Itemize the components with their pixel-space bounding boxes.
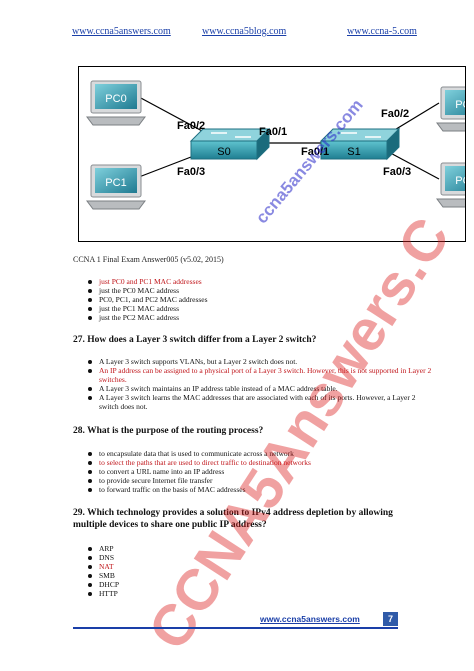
- pc2-label: PC2: [455, 99, 466, 111]
- pc-icon-pc2: PC2: [436, 86, 466, 132]
- option: PC0, PC1, and PC2 MAC addresses: [88, 295, 448, 304]
- option-correct: NAT: [88, 562, 288, 571]
- port-label-s0-fa0-2: Fa0/2: [177, 120, 205, 132]
- option: to encapsulate data that is used to comm…: [88, 449, 433, 458]
- option: to provide secure Internet file transfer: [88, 476, 433, 485]
- option: SMB: [88, 571, 288, 580]
- option-correct: just PC0 and PC1 MAC addresses: [88, 277, 448, 286]
- topology-diagram: PC0 PC1 PC2 PC3 S0: [78, 66, 466, 242]
- switch-icon-s0: S0: [189, 127, 271, 161]
- s1-label: S1: [347, 146, 360, 158]
- page-number: 7: [383, 612, 398, 626]
- pc-icon-pc3: PC3: [436, 162, 466, 208]
- header-link-ccna5answers[interactable]: www.ccna5answers.com: [72, 26, 171, 37]
- question-27-options: A Layer 3 switch supports VLANs, but a L…: [88, 357, 433, 411]
- option-correct: to select the paths that are used to dir…: [88, 458, 433, 467]
- s0-label: S0: [217, 146, 230, 158]
- prev-question-options: just PC0 and PC1 MAC addresses just the …: [88, 277, 448, 322]
- port-label-s0-fa0-3: Fa0/3: [177, 166, 205, 178]
- footer-rule: [73, 627, 398, 629]
- port-label-s1-fa0-2: Fa0/2: [381, 108, 409, 120]
- option-correct: An IP address can be assigned to a physi…: [88, 366, 433, 384]
- option: DHCP: [88, 580, 288, 589]
- question-28-title: 28. What is the purpose of the routing p…: [73, 426, 264, 436]
- option: HTTP: [88, 589, 288, 598]
- question-28-options: to encapsulate data that is used to comm…: [88, 449, 433, 494]
- pc3-label: PC3: [455, 175, 466, 187]
- header-link-ccna5blog[interactable]: www.ccna5blog.com: [202, 26, 287, 37]
- pc1-label: PC1: [105, 177, 126, 189]
- option: ARP: [88, 544, 288, 553]
- option: A Layer 3 switch learns the MAC addresse…: [88, 393, 433, 411]
- option: to convert a URL name into an IP address: [88, 467, 433, 476]
- port-label-s1-fa0-3: Fa0/3: [383, 166, 411, 178]
- option: DNS: [88, 553, 288, 562]
- option: just the PC1 MAC address: [88, 304, 448, 313]
- option: just the PC2 MAC address: [88, 313, 448, 322]
- switch-icon-s1: S1: [319, 127, 401, 161]
- figure-caption: CCNA 1 Final Exam Answer005 (v5.02, 2015…: [73, 255, 224, 264]
- question-29-title: 29. Which technology provides a solution…: [73, 508, 393, 530]
- port-label-s0-fa0-1: Fa0/1: [259, 126, 287, 138]
- footer-link[interactable]: www.ccna5answers.com: [260, 614, 360, 624]
- option: just the PC0 MAC address: [88, 286, 448, 295]
- pc-icon-pc0: PC0: [86, 80, 146, 126]
- topology-svg: PC0 PC1 PC2 PC3 S0: [86, 80, 466, 210]
- option: A Layer 3 switch maintains an IP address…: [88, 384, 433, 393]
- pc0-label: PC0: [105, 93, 126, 105]
- port-label-s1-fa0-1: Fa0/1: [301, 146, 329, 158]
- header-link-ccna-5[interactable]: www.ccna-5.com: [347, 26, 417, 37]
- question-27-title: 27. How does a Layer 3 switch differ fro…: [73, 335, 317, 345]
- option: A Layer 3 switch supports VLANs, but a L…: [88, 357, 433, 366]
- header-links: www.ccna5answers.com www.ccna5blog.com w…: [0, 26, 474, 40]
- pc-icon-pc1: PC1: [86, 164, 146, 210]
- question-29-options: ARP DNS NAT SMB DHCP HTTP: [88, 544, 288, 598]
- option: to forward traffic on the basis of MAC a…: [88, 485, 433, 494]
